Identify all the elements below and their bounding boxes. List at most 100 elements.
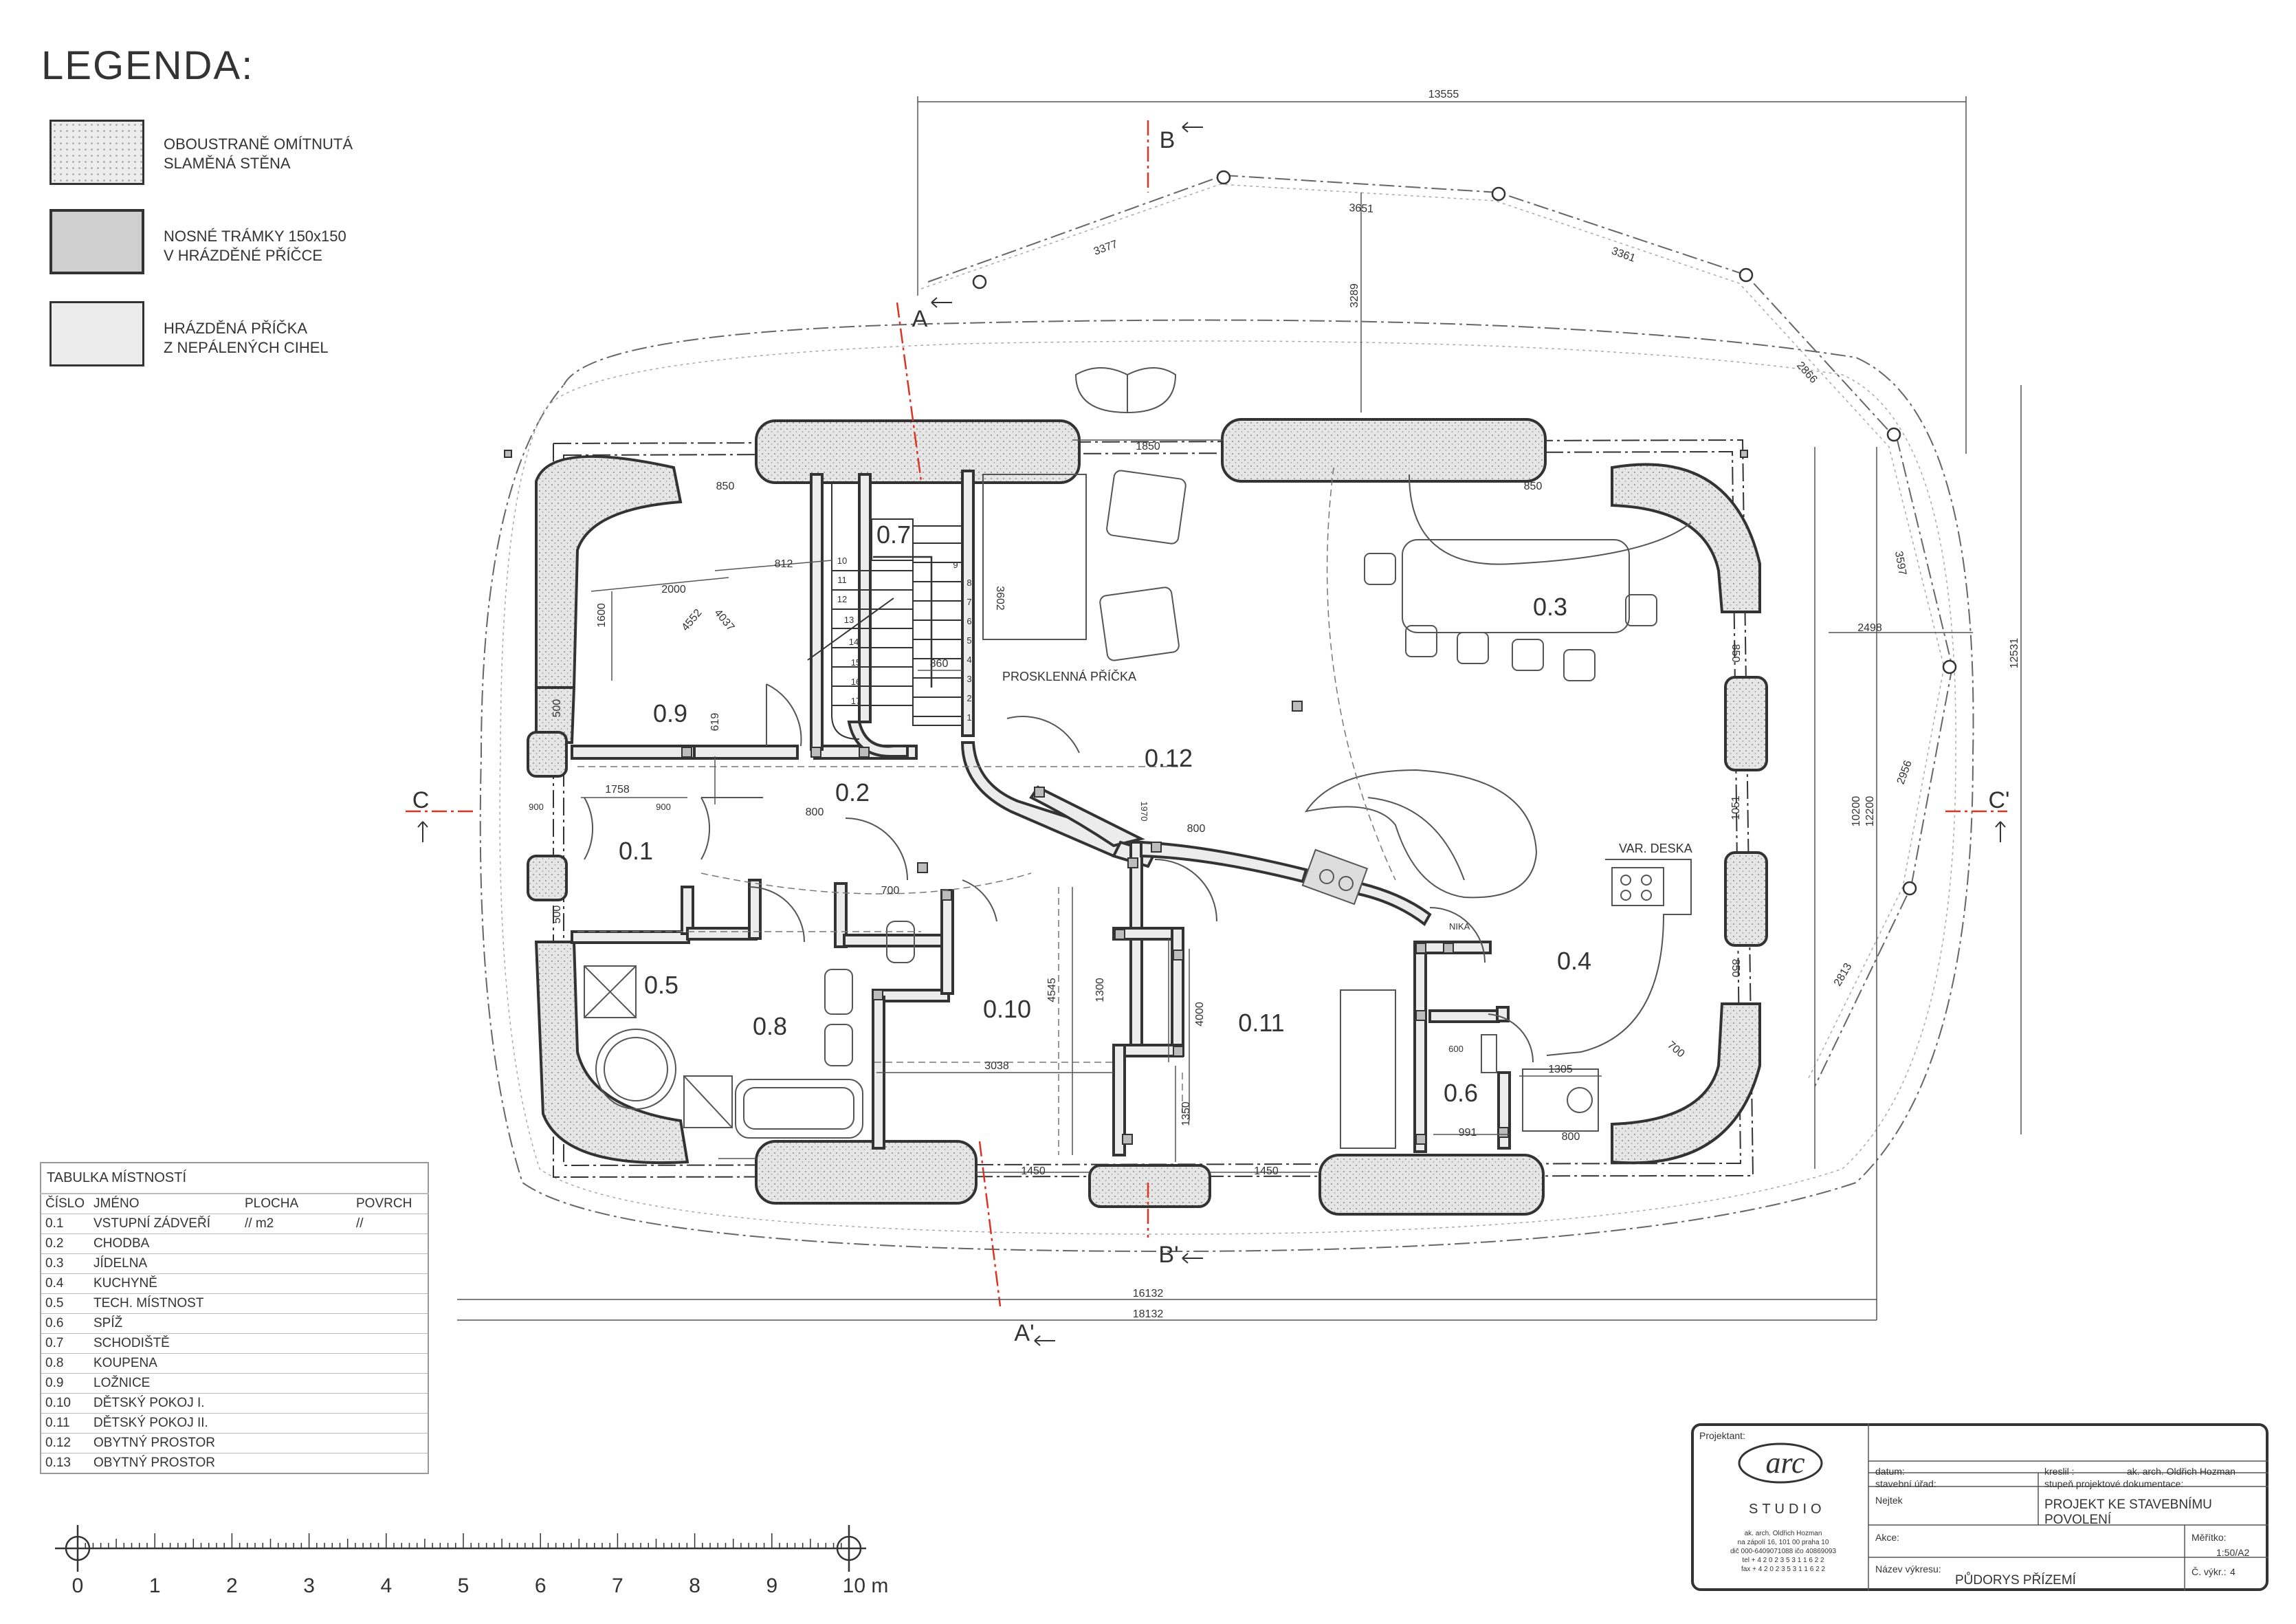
table-cell-area	[241, 1313, 352, 1334]
kreslil-value: ak. arch. Oldřich Hozman	[2127, 1466, 2236, 1477]
dimension-label: 4552	[680, 607, 705, 633]
room-label: 0.5	[644, 971, 678, 999]
scale-tick-label: 8	[689, 1574, 700, 1597]
furniture	[584, 367, 1692, 1149]
table-cell-area	[241, 1293, 352, 1314]
dimension-label: 619	[709, 713, 721, 732]
table-cell-name: OBYTNÝ PROSTOR	[89, 1453, 241, 1474]
dimension-label: 3602	[994, 586, 1006, 611]
scale-tick-label: 9	[766, 1574, 777, 1597]
table-cell-name: KOUPENA	[89, 1353, 241, 1374]
legend-item-line: V HRÁZDĚNÉ PŘÍČCE	[164, 247, 323, 264]
table-cell-num: 0.13	[41, 1453, 89, 1474]
table-cell-area	[241, 1393, 352, 1414]
table-cell-num: 0.8	[41, 1353, 89, 1374]
table-cell-num: 0.7	[41, 1333, 89, 1354]
title-block: Projektant: arc STUDIO ak. arch. Oldřich…	[1691, 1423, 2269, 1591]
table-cell-num: 0.3	[41, 1253, 89, 1274]
table-cell-num: 0.6	[41, 1313, 89, 1334]
table-cell-surface	[352, 1273, 428, 1294]
meritko-label: Měřítko:	[2192, 1532, 2227, 1543]
dimension-label: 2498	[1857, 622, 1882, 634]
dimension-label: 3651	[1349, 202, 1374, 215]
dimension-label: 4037	[711, 607, 736, 633]
dimension-label: 850	[1524, 481, 1543, 492]
table-cell-surface: //	[352, 1214, 428, 1234]
projektant-label: Projektant:	[1699, 1430, 1745, 1441]
table-cell-num: 0.10	[41, 1393, 89, 1414]
table-cell-surface	[352, 1313, 428, 1334]
table-cell-name: VSTUPNÍ ZÁDVEŘÍ	[89, 1214, 241, 1234]
table-cell-name: DĚTSKÝ POKOJ II.	[89, 1413, 241, 1434]
table-cell-num: 0.1	[41, 1214, 89, 1234]
dimension-label: 4545	[1046, 978, 1058, 1002]
stair-step-number: 17	[851, 696, 861, 706]
address-block: ak. arch. Oldřich Hozman na zápolí 16, 1…	[1708, 1529, 1859, 1574]
address-line: ak. arch. Oldřich Hozman	[1744, 1530, 1822, 1537]
dimension-label: 3038	[984, 1060, 1009, 1072]
dimension-label: 16132	[1133, 1288, 1164, 1299]
stair-step-number: 15	[851, 657, 861, 668]
table-cell-name: DĚTSKÝ POKOJ I.	[89, 1393, 241, 1414]
table-cell-surface	[352, 1233, 428, 1254]
address-line: dič 000-6409071088 ičo 40869093	[1730, 1548, 1837, 1555]
col-header: ČÍSLO	[41, 1194, 89, 1214]
dimension-label: 1350	[1180, 1101, 1192, 1126]
column-posts	[972, 170, 1957, 896]
scale-tick-label: 0	[72, 1574, 84, 1597]
table-cell-area	[241, 1353, 352, 1374]
room-label: 0.12	[1145, 744, 1193, 772]
dimension-label: 850	[716, 481, 735, 492]
dimension-label: 1300	[1094, 978, 1106, 1002]
nazev-value: PŮDORYS PŘÍZEMÍ	[1955, 1573, 2076, 1588]
table-cell-surface	[352, 1353, 428, 1374]
stupen-value: PROJEKT KE STAVEBNÍMU POVOLENÍ	[2044, 1497, 2212, 1527]
section-marker: C	[412, 787, 430, 813]
datum-label: datum:	[1875, 1466, 1905, 1477]
dimension-lines	[457, 96, 2022, 1321]
nika-note: NIKA	[1449, 921, 1470, 932]
dimension-label: 1758	[605, 784, 630, 795]
rooms-table-caption: TABULKA MÍSTNOSTÍ	[41, 1163, 428, 1194]
room-label: 0.8	[753, 1012, 787, 1040]
room-label: 0.10	[983, 995, 1031, 1023]
dimension-label: 1970	[1139, 802, 1149, 822]
dimension-label: 850	[1730, 644, 1741, 663]
dimension-label: 2000	[661, 584, 686, 595]
dimension-label: 18132	[1133, 1308, 1164, 1320]
interior-partitions	[571, 470, 1511, 1156]
staircase	[807, 481, 963, 740]
scale-tick-label: 1	[149, 1574, 161, 1597]
stair-step-number: 12	[837, 594, 847, 604]
dimension-label: 12200	[1864, 796, 1876, 827]
urad-label: stavební úřad:	[1875, 1478, 1936, 1489]
beam-swatch	[49, 209, 144, 274]
table-cell-surface	[352, 1253, 428, 1274]
stair-step-number: 10	[837, 556, 847, 566]
room-label: 0.3	[1533, 593, 1567, 621]
section-marker: C'	[1988, 787, 2009, 813]
legend-item-beam: NOSNÉ TRÁMKY 150x150 V HRÁZDĚNÉ PŘÍČCE	[164, 227, 346, 265]
col-header: JMÉNO	[89, 1194, 241, 1214]
dimension-label: 12531	[2009, 638, 2020, 669]
dimension-label: 500	[551, 906, 563, 924]
stair-step-number: 14	[849, 637, 859, 647]
dimension-label: 850	[1730, 959, 1741, 978]
stair-step-number: 13	[844, 615, 854, 625]
title-block-grid	[1738, 1423, 2269, 1591]
table-cell-num: 0.2	[41, 1233, 89, 1254]
section-lines	[406, 120, 2007, 1307]
akce-label: Akce:	[1875, 1532, 1900, 1543]
section-arrows	[417, 122, 2006, 1346]
address-line: na zápolí 16, 101 00 praha 10	[1737, 1539, 1829, 1546]
